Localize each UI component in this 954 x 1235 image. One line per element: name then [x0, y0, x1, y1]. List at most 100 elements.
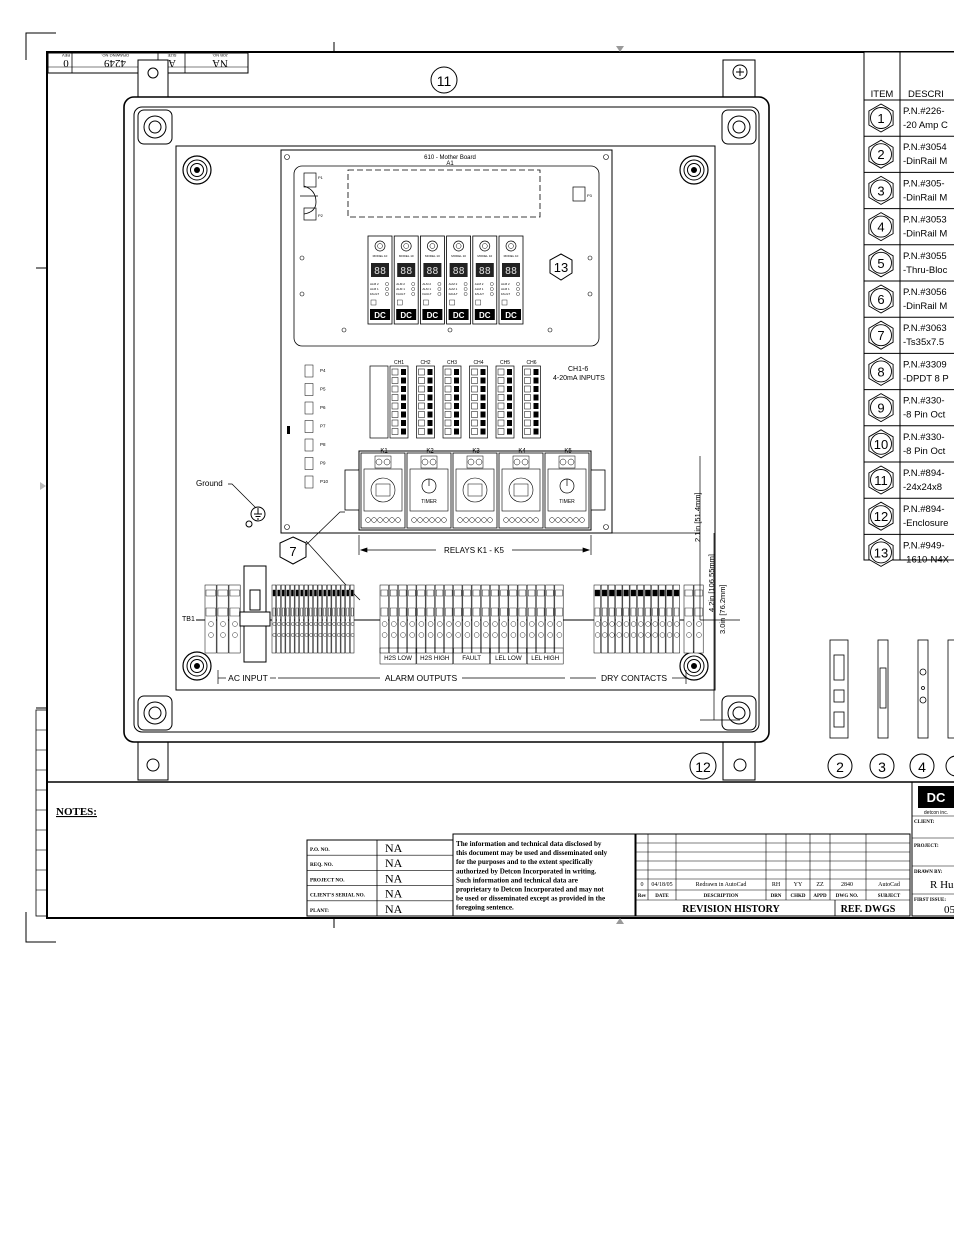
terminal: [322, 584, 327, 654]
terminal: [608, 584, 616, 654]
svg-text:88: 88: [400, 266, 412, 277]
output-group-label: LEL LOW: [495, 655, 522, 662]
section-alarm-outputs: ALARM OUTPUTS: [385, 673, 458, 683]
rev-entry-appd: ZZ: [816, 882, 824, 888]
terminal: [317, 584, 323, 654]
terminal: [425, 584, 435, 654]
timer-label: TIMER: [421, 499, 437, 505]
module-logo: [396, 309, 417, 320]
disclaimer-line: this document may be used and disseminat…: [456, 849, 608, 857]
terminal: [526, 584, 536, 654]
svg-text:APPD: APPD: [813, 894, 827, 899]
terminal: [434, 584, 444, 654]
terminal: [285, 584, 290, 654]
ground-symbol: Ground: [196, 479, 266, 528]
channel-column: CH3: [442, 360, 462, 439]
top-rev: 0: [63, 57, 69, 69]
terminal: [276, 584, 281, 654]
drawn-by-value: R Hu: [930, 879, 954, 891]
output-group-box: [453, 647, 490, 665]
connector-label: P6: [320, 405, 326, 410]
module-label: MODEL 10: [504, 254, 519, 258]
terminal-block: TB1: [182, 565, 704, 663]
parts-item-number: 9: [877, 401, 884, 416]
mother-board-subtitle: A1: [446, 161, 454, 167]
terminal: [407, 584, 417, 654]
terminal: [326, 584, 332, 654]
plus-screw-icon: [732, 64, 748, 80]
module-logo: [474, 309, 495, 320]
svg-text:ALM 2: ALM 2: [449, 282, 458, 286]
channel-label: CH2: [420, 360, 430, 366]
parts-item-number: 12: [874, 509, 888, 524]
svg-text:P1: P1: [318, 175, 324, 180]
corner-bolt-icons: [137, 109, 757, 731]
terminal: [644, 584, 652, 654]
output-group-label: FAULT: [462, 655, 481, 662]
svg-text:DRN: DRN: [771, 894, 782, 899]
field-label: CLIENT'S SERIAL NO.: [310, 893, 366, 899]
disclaimer-line: Such information and technical data are: [456, 876, 578, 884]
svg-text:DESCRIPTION: DESCRIPTION: [704, 894, 739, 899]
terminal: [593, 584, 601, 654]
parts-line2: -DinRail M: [903, 192, 947, 203]
svg-text:88: 88: [426, 266, 438, 277]
terminal: [294, 584, 300, 654]
parts-item-number: 10: [874, 437, 888, 452]
terminal: [480, 584, 490, 654]
side-callouts: 2 3 4: [827, 753, 954, 779]
svg-text:DC: DC: [453, 311, 465, 320]
svg-text:ALM 1: ALM 1: [422, 287, 431, 291]
channel-column: CH5: [495, 360, 515, 439]
terminal: [345, 584, 350, 654]
top-rev-label: REV: [62, 53, 71, 58]
first-issue-label: FIRST ISSUE:: [914, 898, 946, 903]
section-captions: AC INPUT ALARM OUTPUTS DRY CONTACTS: [217, 670, 687, 684]
svg-text:88: 88: [374, 266, 386, 277]
module-display: [371, 263, 389, 277]
rev-entry-dwg-no: 2840: [841, 882, 853, 888]
connector-label: P4: [320, 368, 326, 373]
output-group-box: [526, 647, 564, 665]
revision-history: 0 04/18/05 Redrawn in AutoCad RH YY ZZ 2…: [635, 833, 911, 917]
parts-item-number: 2: [877, 147, 884, 162]
parts-line1: P.N.#3309: [903, 359, 947, 370]
terminal: [444, 584, 454, 654]
svg-text:88: 88: [505, 266, 517, 277]
terminal: [340, 584, 346, 654]
relay-label: K5: [564, 449, 572, 455]
svg-text:FAULT: FAULT: [396, 292, 405, 296]
rev-entry-description: Redrawn in AutoCad: [696, 882, 747, 888]
parts-line2: -24x24x8: [903, 482, 942, 493]
parts-line2: -8 Pin Oct: [903, 446, 946, 457]
svg-text:FAULT: FAULT: [475, 292, 484, 296]
parts-item-number: 6: [877, 292, 884, 307]
terminal: [331, 584, 336, 654]
terminal: [280, 584, 286, 654]
terminal: [554, 584, 564, 654]
svg-text:FAULT: FAULT: [422, 292, 431, 296]
mounting-feet: [137, 59, 756, 781]
terminal: [658, 584, 666, 654]
svg-text:88: 88: [453, 266, 465, 277]
channel-note-line1: CH1-6: [568, 366, 588, 373]
rev-entry-drn: RH: [772, 882, 781, 888]
svg-text:ALM 1: ALM 1: [449, 287, 458, 291]
parts-item-number: 4: [877, 220, 884, 235]
parts-line1: P.N.#330-: [903, 396, 945, 407]
module-label: MODEL 10: [373, 254, 388, 258]
svg-text:ALM 1: ALM 1: [396, 287, 405, 291]
svg-text:DC: DC: [427, 311, 439, 320]
svg-text:DC: DC: [374, 311, 386, 320]
channel-column: CH1: [389, 360, 409, 439]
parts-line1: P.N.#3055: [903, 251, 947, 262]
relay-label: K4: [518, 449, 526, 455]
relay-label: K1: [380, 449, 388, 455]
